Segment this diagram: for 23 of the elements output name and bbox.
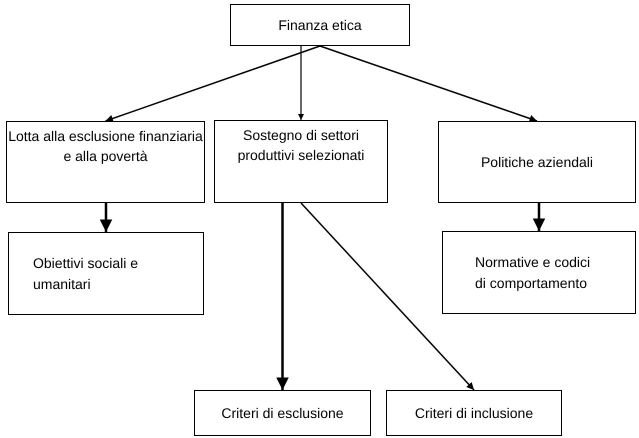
process-box	[386, 390, 562, 436]
process-box	[6, 121, 205, 203]
arrow	[300, 202, 475, 390]
arrow	[320, 45, 538, 122]
box-label: Sostegno di settori produttivi selezionati	[236, 126, 366, 166]
arrow	[532, 203, 546, 231]
box-label: Normative e codici di comportamento	[475, 253, 592, 293]
arrow	[276, 203, 289, 390]
box-label: Lotta alla esclusione finanziaria e alla povertà	[7, 127, 204, 166]
process-box	[442, 231, 636, 314]
box-label: Politiche aziendali	[480, 152, 594, 172]
box-label: Criteri di inclusione	[414, 404, 534, 423]
arrow	[100, 203, 112, 232]
box-label: Obiettivi sociali e umanitari	[33, 254, 140, 294]
process-box	[214, 120, 388, 203]
process-box	[8, 232, 204, 315]
process-box	[230, 4, 410, 46]
arrow	[298, 46, 304, 120]
box-label: Criteri di esclusione	[221, 404, 344, 423]
arrow	[105, 45, 320, 122]
process-box	[194, 390, 371, 436]
process-box	[438, 121, 636, 203]
box-label: Finanza etica	[278, 16, 362, 35]
